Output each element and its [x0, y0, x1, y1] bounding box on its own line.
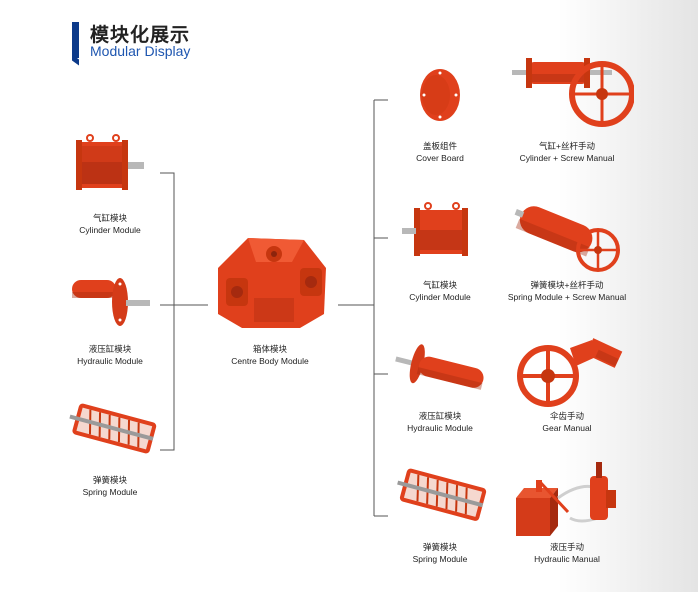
gear-manual-icon [517, 338, 623, 407]
spring-screw-manual-icon [514, 206, 620, 272]
spring-module-icon [397, 468, 487, 521]
spring-module-icon [69, 403, 157, 454]
hydraulic-module-icon [72, 278, 150, 326]
page-subtitle: Modular Display [90, 43, 191, 59]
cover-board-icon [420, 69, 460, 121]
cylinder-module-icon [402, 202, 468, 256]
cylinder-screw-manual-icon [512, 58, 634, 127]
cylinder-module-icon [76, 134, 144, 190]
centre-body-icon [218, 238, 326, 328]
hydraulic-module-icon [395, 344, 484, 390]
page-title: 模块化展示 [90, 25, 191, 46]
hydraulic-manual-icon [516, 462, 616, 536]
title-accent-bar [72, 22, 79, 58]
